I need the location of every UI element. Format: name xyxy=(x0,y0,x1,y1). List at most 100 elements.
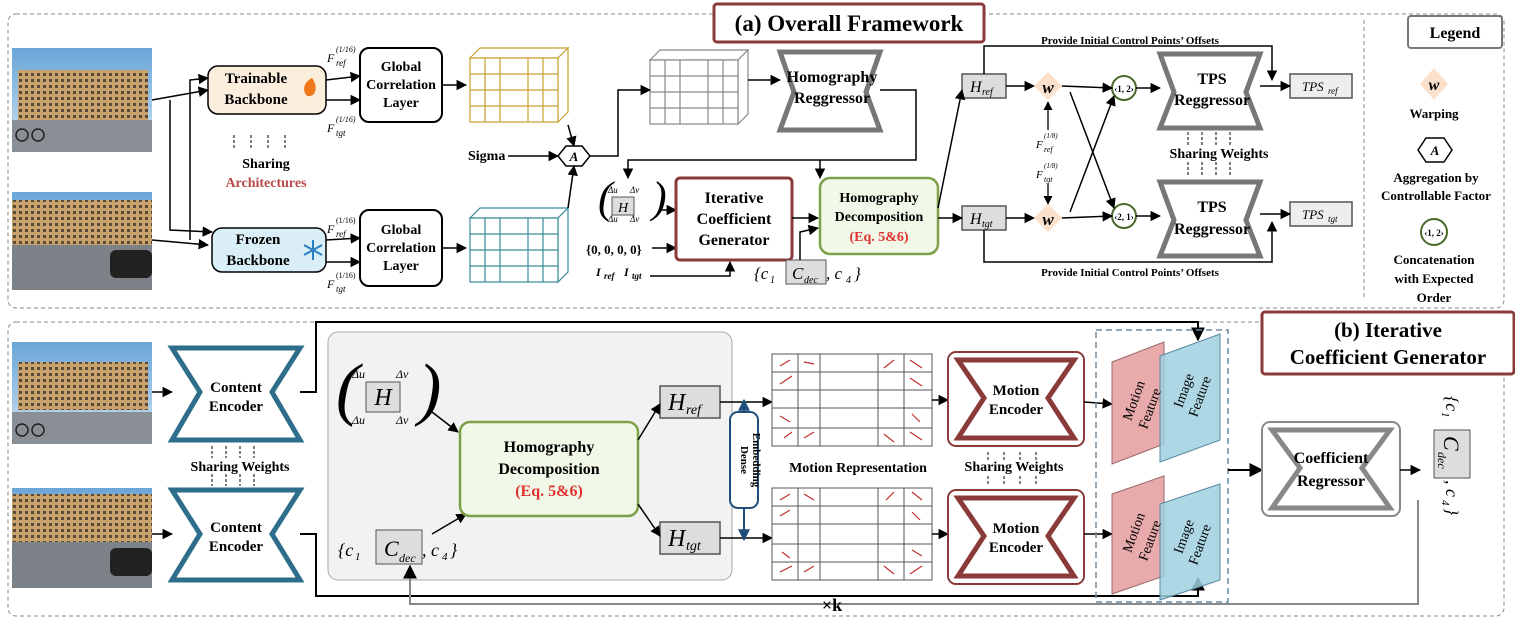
icg-input-arrows xyxy=(650,204,736,277)
frozen-backbone xyxy=(211,227,327,273)
input-image-ref-a xyxy=(12,48,152,152)
svg-text:, c: , c xyxy=(1442,480,1462,497)
architectures-label: Architectures xyxy=(225,176,307,191)
svg-text:1: 1 xyxy=(355,551,361,563)
frozen-backbone-label-1: Frozen xyxy=(236,232,281,248)
decomp-a-l1: Homography xyxy=(839,191,918,206)
sharing-label: Sharing xyxy=(242,157,289,172)
svg-text:(1/8): (1/8) xyxy=(1044,162,1058,170)
part-b-title-2: Coefficient Generator xyxy=(1290,345,1487,369)
svg-text:dec: dec xyxy=(804,275,818,286)
tps-out-tgt-sub: tgt xyxy=(1328,214,1338,224)
svg-text:(1/16): (1/16) xyxy=(336,216,356,225)
cost-volume-top xyxy=(468,46,570,124)
svg-text:F: F xyxy=(326,121,335,135)
svg-text:F: F xyxy=(1035,139,1043,151)
tps-output-arrows xyxy=(983,45,1292,263)
svg-text:(: ( xyxy=(336,351,363,428)
legend-aggregation-label-1: Aggregation by xyxy=(1393,170,1479,185)
h-tgt-a-sub: tgt xyxy=(982,219,993,230)
warp-tgt-symbol: w xyxy=(1042,210,1054,229)
legend-aggregation-symbol: A xyxy=(1430,143,1440,158)
input-image-tgt-b xyxy=(12,488,152,588)
content-encoder-ref-l1: Content xyxy=(210,380,262,396)
motion-sharing-weights: Sharing Weights xyxy=(965,460,1064,475)
homography-decomposition-b xyxy=(458,420,640,518)
svg-text:H: H xyxy=(373,385,393,411)
global-corr-top-l1: Global xyxy=(381,60,422,75)
input-image-tgt-a xyxy=(12,192,152,290)
decomp-to-h-arrows xyxy=(937,80,1036,224)
concat-12-label: ‹1, 2› xyxy=(1114,84,1134,94)
svg-text:Δv: Δv xyxy=(395,413,409,427)
svg-text:4: 4 xyxy=(442,551,448,563)
part-b-title-1: (b) Iterative xyxy=(1334,318,1442,342)
part-b-frame xyxy=(7,321,1505,617)
warp-to-concat-arrows xyxy=(1061,82,1162,222)
tps-out-ref-label: TPS xyxy=(1302,79,1324,94)
legend-aggregation-label-2: Controllable Factor xyxy=(1381,188,1491,203)
motion-encoder-tgt-l2: Encoder xyxy=(989,540,1044,556)
svg-text:ref: ref xyxy=(604,271,615,281)
svg-text:Δu: Δu xyxy=(607,185,618,195)
concat-21-label: ‹2, 1› xyxy=(1114,212,1134,222)
svg-text:}: } xyxy=(1442,508,1462,516)
content-feature-ref-line xyxy=(300,321,1205,393)
svg-text:(1/16): (1/16) xyxy=(336,45,356,54)
loop-label: ×k xyxy=(822,595,842,615)
iteration-loop-arrow xyxy=(403,500,1419,605)
frozen-backbone-label-2: Backbone xyxy=(226,253,290,269)
legend-title: Legend xyxy=(1430,25,1481,42)
coef-set-b-panel: {c 1 C dec , c 4 } xyxy=(338,529,458,565)
tps-tgt-l2: Reggressor xyxy=(1174,221,1250,238)
svg-text:): ) xyxy=(649,173,667,222)
svg-text:Δu: Δu xyxy=(351,367,365,381)
zeros-init: {0, 0, 0, 0} xyxy=(586,242,642,257)
h-ref-box-b xyxy=(659,385,721,419)
cost-volume-bottom xyxy=(468,206,570,284)
svg-text:(1/16): (1/16) xyxy=(336,271,356,280)
svg-text:Δv: Δv xyxy=(629,214,639,224)
f-labels-top: F ref (1/16) F tgt (1/16) xyxy=(326,45,356,138)
warp-node-ref xyxy=(1034,72,1062,100)
global-corr-bottom-l2: Correlation xyxy=(366,241,436,256)
svg-text:tgt: tgt xyxy=(336,128,346,138)
legend-warp-label: Warping xyxy=(1409,106,1459,121)
provide-offsets-bottom: Provide Initial Control Points’ Offsets xyxy=(1041,267,1220,279)
warp-ref-symbol: w xyxy=(1042,78,1054,97)
trainable-backbone-label-2: Backbone xyxy=(224,92,288,108)
decomp-b-l2: Decomposition xyxy=(498,461,599,478)
svg-text:Δu: Δu xyxy=(607,214,618,224)
svg-text:4: 4 xyxy=(1439,500,1451,506)
content-encoder-tgt xyxy=(167,487,305,583)
legend-title-box xyxy=(1407,15,1503,49)
snowflake-icon xyxy=(303,240,323,260)
svg-text:4: 4 xyxy=(846,275,851,286)
svg-text:C: C xyxy=(792,264,804,283)
image-feature-tgt xyxy=(1159,483,1221,601)
legend-warp-symbol: w xyxy=(1429,77,1440,94)
motion-representation-ref xyxy=(771,353,933,447)
decomp-a-l2: Decomposition xyxy=(835,210,924,225)
svg-text:, c: , c xyxy=(422,540,439,560)
svg-text:F: F xyxy=(326,277,335,291)
tps-ref-l2: Reggressor xyxy=(1174,92,1250,109)
svg-text:tgt: tgt xyxy=(632,271,642,281)
content-feature-tgt-line xyxy=(300,533,1205,597)
svg-text:1: 1 xyxy=(770,275,775,286)
h-tgt-b-label: H xyxy=(667,526,687,552)
icg-label-1: Iterative xyxy=(705,190,764,207)
motion-rep-arrows xyxy=(932,394,950,540)
content-encoder-tgt-l2: Encoder xyxy=(209,539,264,555)
svg-text:dec: dec xyxy=(399,551,416,565)
fire-icon xyxy=(304,78,316,97)
content-encoder-ref-l2: Encoder xyxy=(209,399,264,415)
content-encoder-ref xyxy=(167,345,305,443)
global-corr-top-l3: Layer xyxy=(383,96,419,111)
tps-regressor-tgt xyxy=(1156,179,1264,259)
content-encoder-tgt-l1: Content xyxy=(210,520,262,536)
svg-text:, c: , c xyxy=(826,264,843,283)
regressor-to-matrix-arrow xyxy=(622,89,917,180)
h-ref-b-sub: ref xyxy=(686,403,703,418)
part-a-title-box xyxy=(712,2,986,44)
